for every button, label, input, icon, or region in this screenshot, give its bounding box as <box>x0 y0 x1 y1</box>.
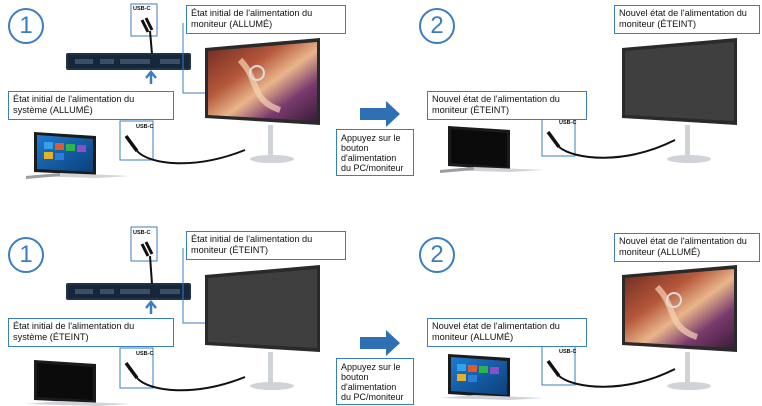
up-arrow-row2 <box>145 300 157 314</box>
monitor-initial-state-callout-row1: État initial de l'alimentation du monite… <box>186 5 346 34</box>
usb-c-label-right-row1: USB-C <box>559 120 577 126</box>
usb-c-plug-laptop-row2 <box>119 347 246 392</box>
system-initial-state-callout-row1: État initial de l'alimentation du systèm… <box>8 91 174 120</box>
laptop-on-row1 <box>26 132 130 179</box>
step-2-badge-row1: 2 <box>419 8 455 44</box>
system-new-state-callout-row2: Nouvel état de l'alimentation du moniteu… <box>427 318 587 347</box>
usb-c-plug-top-row1 <box>130 3 158 55</box>
usb-c-plug-right-row2 <box>541 345 676 388</box>
usb-c-plug-right-row1 <box>541 116 676 159</box>
laptop-on-row2 <box>440 354 544 400</box>
dock-row2 <box>66 283 191 300</box>
step-1-badge-row1: 1 <box>8 8 44 44</box>
laptop-off-row2 <box>26 360 130 406</box>
system-new-state-callout-row1: Nouvel état de l'alimentation du moniteu… <box>427 91 587 120</box>
laptop-off-row1 <box>440 126 544 173</box>
usb-c-label-laptop-row1: USB-C <box>136 124 154 130</box>
usb-c-label-right-row2: USB-C <box>559 349 577 355</box>
dock-row1 <box>66 53 191 70</box>
usb-c-label-top-row1: USB-C <box>133 6 151 12</box>
monitor-off-row2 <box>205 265 320 390</box>
monitor-off-row1 <box>622 38 737 163</box>
usb-c-label-top-row2: USB-C <box>133 230 151 236</box>
press-power-button-note-row2: Appuyez sur le bouton d'alimentation du … <box>336 358 414 405</box>
up-arrow-row1 <box>145 70 157 84</box>
transition-arrow-row2 <box>360 330 400 356</box>
monitor-new-state-callout-row2: Nouvel état de l'alimentation du moniteu… <box>614 233 760 262</box>
usb-c-plug-laptop-row1 <box>119 120 246 165</box>
step-2-badge-row2: 2 <box>419 237 455 273</box>
monitor-on-row1 <box>205 38 320 163</box>
usb-c-plug-top-row2 <box>130 226 158 285</box>
monitor-on-row2 <box>622 265 737 390</box>
usb-c-label-laptop-row2: USB-C <box>136 351 154 357</box>
step-1-badge-row2: 1 <box>8 237 44 273</box>
press-power-button-note-row1: Appuyez sur le bouton d'alimentation du … <box>336 129 414 176</box>
system-initial-state-callout-row2: État initial de l'alimentation du systèm… <box>8 318 174 347</box>
monitor-new-state-callout-row1: Nouvel état de l'alimentation du moniteu… <box>614 5 760 34</box>
monitor-initial-state-callout-row2: État initial de l'alimentation du monite… <box>186 231 346 260</box>
transition-arrow-row1 <box>360 101 400 127</box>
